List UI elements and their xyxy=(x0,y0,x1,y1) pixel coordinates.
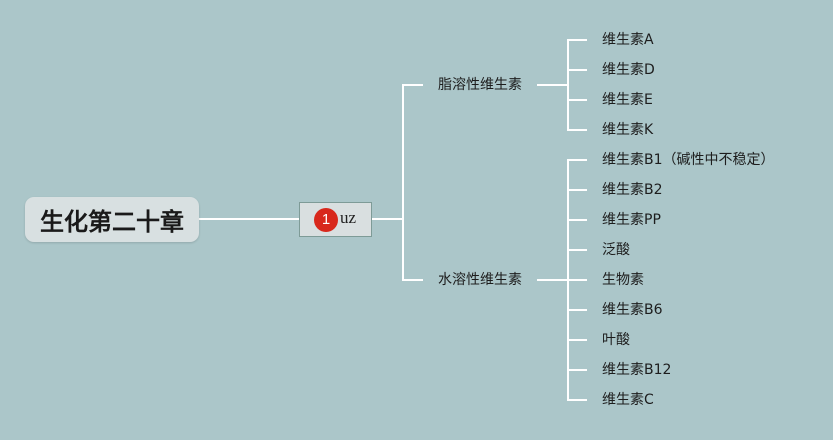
leaf-topic-label: 维生素B12 xyxy=(602,362,672,378)
leaf-topic-label: 维生素A xyxy=(602,32,654,48)
leaf-topic[interactable]: 维生素K xyxy=(602,121,653,139)
leaf-topic-label: 维生素D xyxy=(602,62,655,78)
central-topic-label: uz xyxy=(340,208,357,227)
leaf-topic-label: 维生素B2 xyxy=(602,182,663,198)
central-topic[interactable]: 1 uz xyxy=(299,202,372,237)
leaf-topic-label: 维生素B1（碱性中不稳定） xyxy=(602,152,775,168)
root-topic[interactable]: 生化第二十章 xyxy=(25,197,199,242)
leaf-topic-label: 泛酸 xyxy=(602,242,630,258)
leaf-topic[interactable]: 生物素 xyxy=(602,271,644,289)
leaf-topic[interactable]: 维生素PP xyxy=(602,211,661,229)
leaf-topic[interactable]: 维生素B2 xyxy=(602,181,663,199)
leaf-topic-label: 维生素K xyxy=(602,122,654,138)
leaf-topic[interactable]: 叶酸 xyxy=(602,331,630,349)
leaf-topic-label: 叶酸 xyxy=(602,332,630,348)
leaf-topic-label: 维生素B6 xyxy=(602,302,663,318)
root-topic-label: 生化第二十章 xyxy=(40,208,184,236)
leaf-topic[interactable]: 维生素B6 xyxy=(602,301,663,319)
branch-topic-label: 脂溶性维生素 xyxy=(438,77,522,93)
leaf-topic-label: 维生素C xyxy=(602,392,654,408)
leaf-topic[interactable]: 泛酸 xyxy=(602,241,630,259)
leaf-topic[interactable]: 维生素C xyxy=(602,391,654,409)
branch-topic-label: 水溶性维生素 xyxy=(438,272,522,288)
leaf-topic[interactable]: 维生素B12 xyxy=(602,361,671,379)
branch-topic-fat-soluble[interactable]: 脂溶性维生素 xyxy=(438,76,522,94)
leaf-topic[interactable]: 维生素A xyxy=(602,31,654,49)
branch-topic-water-soluble[interactable]: 水溶性维生素 xyxy=(438,271,522,289)
leaf-topic-label: 维生素E xyxy=(602,92,653,108)
leaf-topic[interactable]: 维生素B1（碱性中不稳定） xyxy=(602,151,775,169)
leaf-topic-label: 生物素 xyxy=(602,272,644,288)
leaf-topic[interactable]: 维生素E xyxy=(602,91,653,109)
marker-number-badge-icon: 1 xyxy=(314,207,338,232)
leaf-topic[interactable]: 维生素D xyxy=(602,61,655,79)
leaf-topic-label: 维生素PP xyxy=(602,212,661,228)
